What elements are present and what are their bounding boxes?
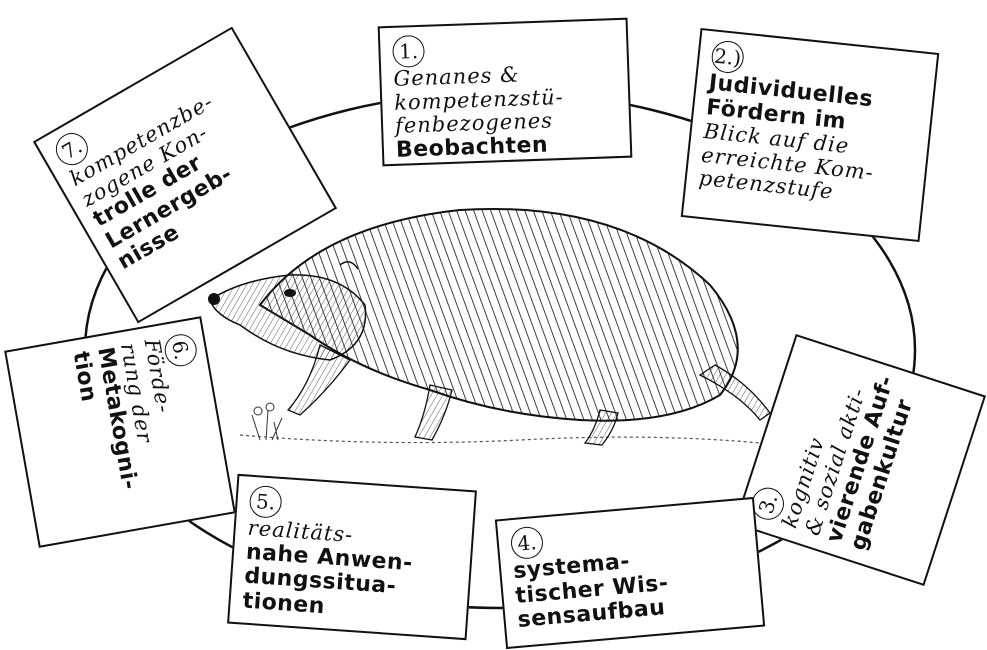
step-card-5: 5.realitäts-nahe Anwen-dungssitua-tionen — [227, 474, 477, 640]
step-number: 2.) — [710, 39, 745, 74]
step-card-4: 4.systema-tischer Wis-sensaufbau — [495, 497, 765, 649]
step-number: 1. — [392, 35, 425, 68]
step-number: 5. — [249, 485, 283, 519]
step-number: 4. — [510, 526, 545, 561]
